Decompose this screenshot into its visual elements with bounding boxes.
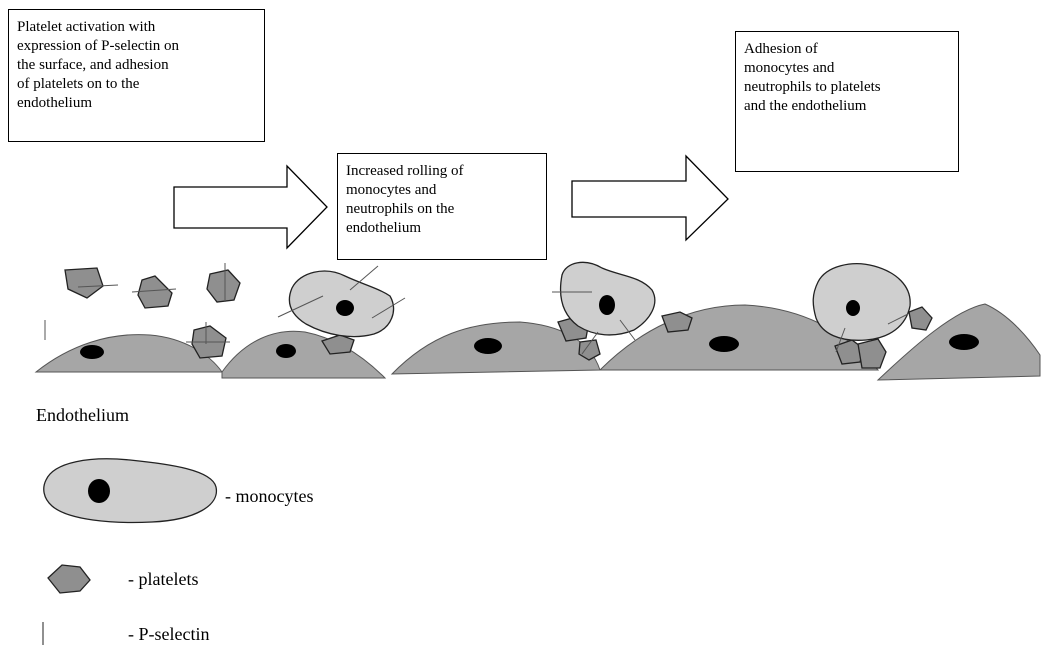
platelet <box>207 270 240 302</box>
step-1-text-line: the surface, and adhesion <box>17 56 256 75</box>
platelet <box>858 339 886 368</box>
step-3-text-line: and the endothelium <box>744 97 950 116</box>
legend-platelets-label: - platelets <box>128 569 198 590</box>
step-3-text-line: monocytes and <box>744 59 950 78</box>
step-arrow-2 <box>572 156 728 240</box>
legend-p-selectin-label: - P-selectin <box>128 624 209 645</box>
monocyte <box>813 264 910 341</box>
platelet <box>909 307 932 330</box>
step-2-text-line: Increased rolling of <box>346 162 538 181</box>
step-1-text-line: Platelet activation with <box>17 18 256 37</box>
legend-platelet-icon <box>48 565 90 593</box>
endothelium-label: Endothelium <box>36 405 129 426</box>
step-2-box: Increased rolling of monocytes and neutr… <box>337 153 547 260</box>
step-3-text-line: Adhesion of <box>744 40 950 59</box>
nucleus <box>709 336 739 352</box>
nucleus <box>846 300 860 316</box>
endothelial-cell <box>222 331 385 378</box>
step-1-text-line: endothelium <box>17 94 256 113</box>
legend-monocyte-icon <box>44 459 217 523</box>
legend-monocytes-label: - monocytes <box>225 486 313 507</box>
step-2-text-line: neutrophils on the <box>346 200 538 219</box>
nucleus <box>599 295 615 315</box>
nucleus <box>276 344 296 358</box>
step-1-text-line: of platelets on to the <box>17 75 256 94</box>
step-3-text-line: neutrophils to platelets <box>744 78 950 97</box>
nucleus <box>336 300 354 316</box>
platelet <box>65 268 103 298</box>
step-2-text-line: monocytes and <box>346 181 538 200</box>
step-3-box: Adhesion of monocytes and neutrophils to… <box>735 31 959 172</box>
nucleus <box>949 334 979 350</box>
nucleus <box>80 345 104 359</box>
step-arrow-1 <box>174 166 327 248</box>
step-1-box: Platelet activation with expression of P… <box>8 9 265 142</box>
nucleus <box>474 338 502 354</box>
step-2-text-line: endothelium <box>346 219 538 238</box>
step-1-text-line: expression of P-selectin on <box>17 37 256 56</box>
platelet <box>138 276 172 308</box>
